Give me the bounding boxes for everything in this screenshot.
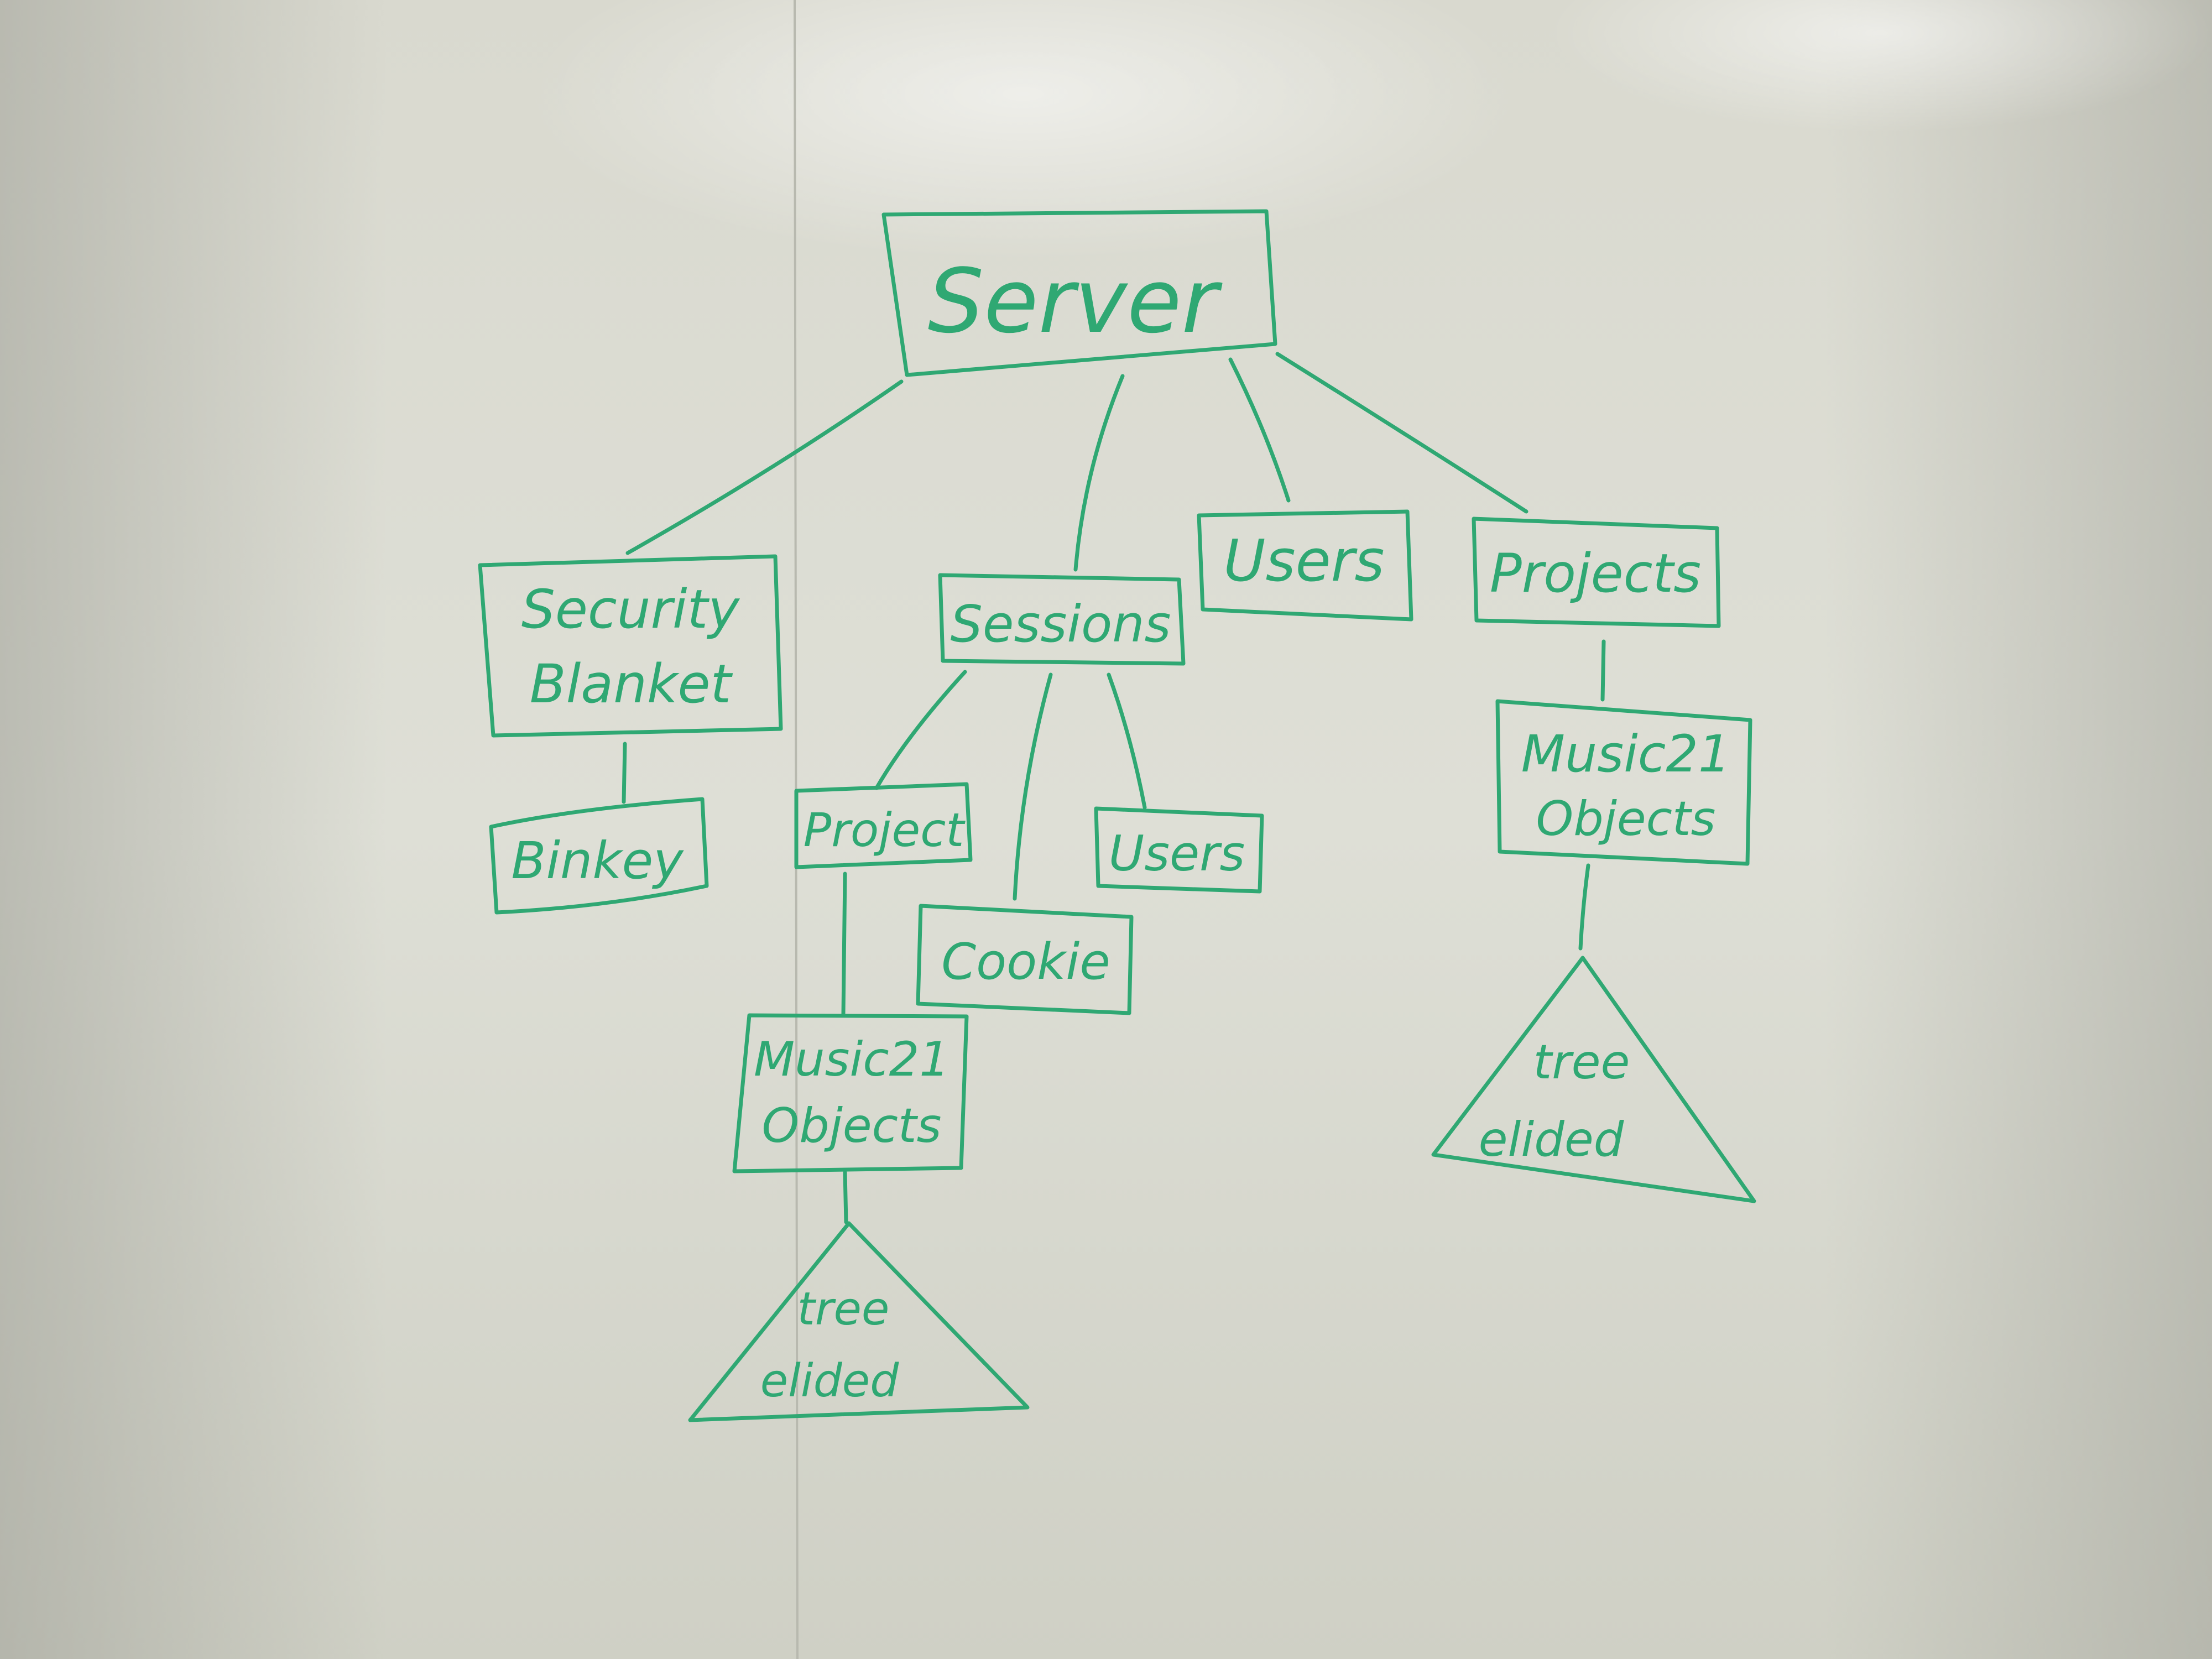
tree-label-projects-line1: tree — [1533, 1035, 1630, 1090]
music21-box-projects — [1495, 699, 1752, 866]
binkey-box — [489, 797, 709, 915]
projects-box — [1472, 517, 1721, 628]
music21-label-sessions-line1: Music21 — [754, 1032, 950, 1087]
music21-box-sessions — [732, 1013, 969, 1173]
edge-server-sessions — [1073, 374, 1125, 572]
edge-music21-tree — [843, 1170, 848, 1224]
edge-sessions-cookie — [1013, 672, 1053, 901]
users-label: Users — [1223, 527, 1384, 594]
project-box-sessions — [794, 782, 973, 869]
edge-server-security-blanket — [625, 379, 904, 555]
tree-label-sessions-line2: elided — [760, 1355, 900, 1407]
projects-label: Projects — [1490, 542, 1701, 604]
server-label: Server — [928, 249, 1223, 353]
labels-layer: Server Security Blanket Binkey Sessions … — [511, 249, 1730, 1407]
music21-label-sessions-line2: Objects — [762, 1098, 942, 1154]
tree-label-sessions-line1: tree — [797, 1283, 890, 1335]
board-shadow-left — [0, 0, 387, 1659]
edges-layer — [622, 352, 1606, 1224]
music21-label-projects-line2: Objects — [1536, 791, 1716, 847]
tree-label-projects-line2: elided — [1479, 1112, 1624, 1167]
edge-project-music21 — [841, 872, 847, 1017]
cookie-box — [916, 904, 1134, 1015]
board-shadow-right — [1825, 0, 2212, 1659]
edge-projects-music21 — [1600, 639, 1606, 702]
tree-triangle-sessions — [688, 1221, 1030, 1422]
edge-sessions-project — [874, 670, 967, 790]
tree-triangle-projects — [1431, 956, 1756, 1203]
light-glare-right — [1548, 0, 2212, 133]
music21-label-projects-line1: Music21 — [1521, 724, 1731, 784]
edge-music21-tree-right — [1578, 863, 1590, 951]
shapes-layer — [478, 209, 1756, 1422]
sessions-box — [938, 573, 1186, 666]
server-box — [881, 209, 1277, 377]
security-blanket-label-line1: Security — [521, 578, 740, 640]
edge-security-blanket-binkey — [622, 742, 627, 804]
edge-sessions-users — [1107, 672, 1147, 810]
binkey-label: Binkey — [511, 831, 684, 890]
project-label-sessions: Project — [804, 803, 966, 857]
users-box-sessions — [1094, 806, 1264, 894]
edge-server-users — [1228, 357, 1291, 503]
security-blanket-box — [478, 554, 783, 738]
sessions-label: Sessions — [951, 594, 1171, 654]
users-box — [1197, 509, 1413, 622]
security-blanket-label-line2: Blanket — [530, 653, 733, 715]
cookie-label: Cookie — [941, 933, 1110, 991]
edge-server-projects — [1275, 352, 1528, 514]
light-glare — [525, 0, 1521, 260]
users-label-sessions: Users — [1109, 825, 1245, 882]
